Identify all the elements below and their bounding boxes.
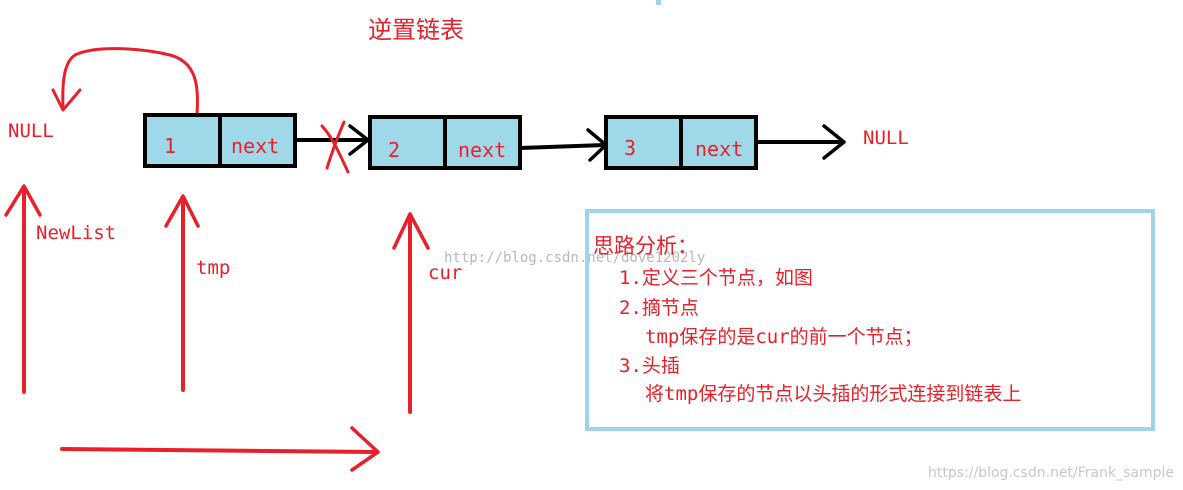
top-tick-mark bbox=[656, 0, 661, 5]
node-1-data-cell bbox=[143, 113, 222, 168]
node-2-next-label: next bbox=[458, 138, 506, 162]
newlist-pointer-arrow bbox=[4, 184, 42, 394]
node-1-next-label: next bbox=[231, 134, 279, 158]
watermark-bottom-right: https://blog.csdn.net/Frank_sample bbox=[928, 465, 1174, 481]
cur-label: cur bbox=[428, 262, 462, 284]
null-label-left: NULL bbox=[8, 120, 54, 142]
node-3-next-label: next bbox=[695, 137, 743, 161]
node-3-data-cell bbox=[604, 115, 683, 170]
broken-link-x-mark bbox=[320, 120, 350, 174]
reverse-link-arrowhead bbox=[51, 88, 82, 112]
cur-pointer-arrow bbox=[392, 212, 430, 414]
list-node-2: 2 next bbox=[368, 115, 522, 170]
list-node-1: 1 next bbox=[143, 113, 297, 168]
node-2-data-cell bbox=[368, 115, 447, 170]
node-2-value: 2 bbox=[388, 138, 400, 162]
link-arrow-2-3 bbox=[519, 128, 608, 162]
analysis-line-1: 1.定义三个节点，如图 bbox=[619, 267, 813, 289]
link-arrow-3-null bbox=[756, 124, 846, 160]
tmp-pointer-arrow bbox=[164, 194, 200, 392]
node-2-next-cell bbox=[443, 115, 522, 170]
diagram-title: 逆置链表 bbox=[368, 16, 464, 44]
list-node-3: 3 next bbox=[604, 115, 758, 170]
node-1-value: 1 bbox=[164, 134, 176, 158]
null-label-right: NULL bbox=[863, 127, 909, 149]
analysis-heading: 思路分析： bbox=[593, 234, 698, 258]
traversal-direction-arrow bbox=[60, 426, 380, 472]
watermark-center: http://blog.csdn.net/dove1202ly bbox=[444, 250, 705, 266]
reverse-link-curve bbox=[61, 47, 199, 115]
analysis-box: 思路分析： 1.定义三个节点，如图 2.摘节点 tmp保存的是cur的前一个节点… bbox=[585, 209, 1155, 431]
analysis-line-3: tmp保存的是cur的前一个节点； bbox=[645, 326, 923, 348]
node-3-value: 3 bbox=[624, 136, 636, 160]
analysis-line-4: 3.头插 bbox=[619, 355, 680, 377]
analysis-line-2: 2.摘节点 bbox=[619, 297, 699, 319]
analysis-line-5: 将tmp保存的节点以头插的形式连接到链表上 bbox=[645, 383, 1022, 405]
newlist-label: NewList bbox=[36, 222, 116, 244]
tmp-label: tmp bbox=[196, 257, 230, 279]
